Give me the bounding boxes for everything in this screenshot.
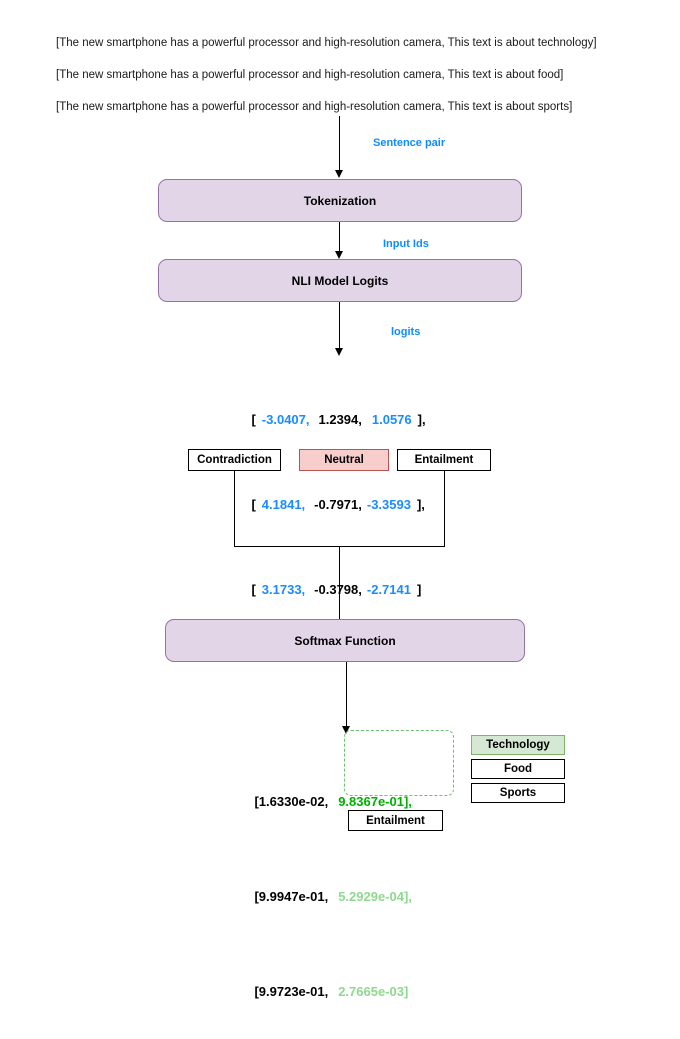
edge-sentences-to-tokenization [339,116,341,172]
logits-cell-contradiction: -3.0407, [261,412,310,427]
logits-cell-entailment: -2.7141 [366,582,411,597]
probability-cell-entailment: 5.2929e-04], [338,889,412,904]
class-label-entailment-text: Entailment [414,454,474,466]
class-label-neutral-text: Neutral [324,454,364,466]
category-box-food[interactable]: Food [471,759,565,779]
arrowhead-to-logits [334,348,343,356]
edge-contradiction-down [234,471,236,547]
logits-row: [3.1733, -0.3798, -2.7141] [237,564,487,615]
probability-cell-other: [9.9947e-01, [254,889,329,904]
class-label-entailment[interactable]: Entailment [397,449,491,471]
category-box-sports[interactable]: Sports [471,783,565,803]
logits-cell-neutral: -0.3798, [314,582,362,597]
logits-bracket-close: ] [416,582,422,597]
edge-softmax-to-probabilities [346,662,348,730]
edge-label-input-ids: Input Ids [383,238,429,250]
arrowhead-to-nli [334,251,343,259]
probability-row: [9.9947e-01, 5.2929e-04], [240,868,470,925]
probability-cell-other: [9.9723e-01, [254,984,329,999]
process-box-nli-model[interactable]: NLI Model Logits [158,259,522,302]
edge-tokenization-to-nli [339,222,341,254]
process-box-softmax[interactable]: Softmax Function [165,619,525,662]
probability-row: [9.9723e-01, 2.7665e-03] [240,963,470,1020]
logits-bracket-close: ], [416,497,425,512]
edge-label-sentence-pair: Sentence pair [373,137,446,149]
process-box-softmax-label: Softmax Function [294,633,396,648]
entailment-probability-highlight [344,730,454,796]
logits-cell-entailment: -3.3593 [366,497,411,512]
edge-entailment-down [444,471,446,547]
logits-bracket-open: [ [251,582,256,597]
result-label-entailment: Entailment [366,814,425,827]
process-box-nli-model-label: NLI Model Logits [291,273,389,288]
category-label-food: Food [503,763,533,775]
logits-cell-contradiction: 4.1841, [261,497,306,512]
input-sentence-2: [The new smartphone has a powerful proce… [56,69,564,81]
class-label-contradiction[interactable]: Contradiction [188,449,281,471]
probability-cell-other: [1.6330e-02, [254,794,329,809]
logits-matrix: [ -3.0407, 1.2394, 1.0576], [4.1841, -0.7971… [237,360,487,632]
category-label-sports: Sports [499,787,537,799]
edge-nli-to-logits [339,302,341,351]
class-label-neutral[interactable]: Neutral [299,449,389,471]
logits-cell-neutral: 1.2394, [318,412,362,427]
logits-bracket-open: [ [251,412,256,427]
probability-cell-entailment: 2.7665e-03] [338,984,409,999]
result-box-entailment[interactable]: Entailment [348,810,443,831]
class-label-contradiction-text: Contradiction [197,454,272,466]
process-box-tokenization[interactable]: Tokenization [158,179,522,222]
logits-row: [4.1841, -0.7971, -3.3593], [237,479,487,530]
process-box-tokenization-label: Tokenization [303,193,377,208]
edge-label-logits: logits [391,326,421,338]
logits-cell-contradiction: 3.1733, [261,582,306,597]
probability-cell-entailment: 9.8367e-01], [338,794,412,809]
probability-row: [1.6330e-02, 9.8367e-01], [240,773,470,830]
logits-bracket-close: ], [417,412,426,427]
logits-row: [ -3.0407, 1.2394, 1.0576], [237,394,487,445]
category-box-technology[interactable]: Technology [471,735,565,755]
input-sentence-1: [The new smartphone has a powerful proce… [56,37,597,49]
logits-cell-entailment: 1.0576 [371,412,412,427]
arrowhead-to-tokenization [334,170,343,178]
edge-bracket-to-softmax [339,546,341,623]
input-sentence-3: [The new smartphone has a powerful proce… [56,101,573,113]
logits-bracket-open: [ [251,497,256,512]
category-label-technology: Technology [486,739,550,751]
logits-cell-neutral: -0.7971, [314,497,362,512]
arrowhead-to-probabilities [341,726,350,734]
